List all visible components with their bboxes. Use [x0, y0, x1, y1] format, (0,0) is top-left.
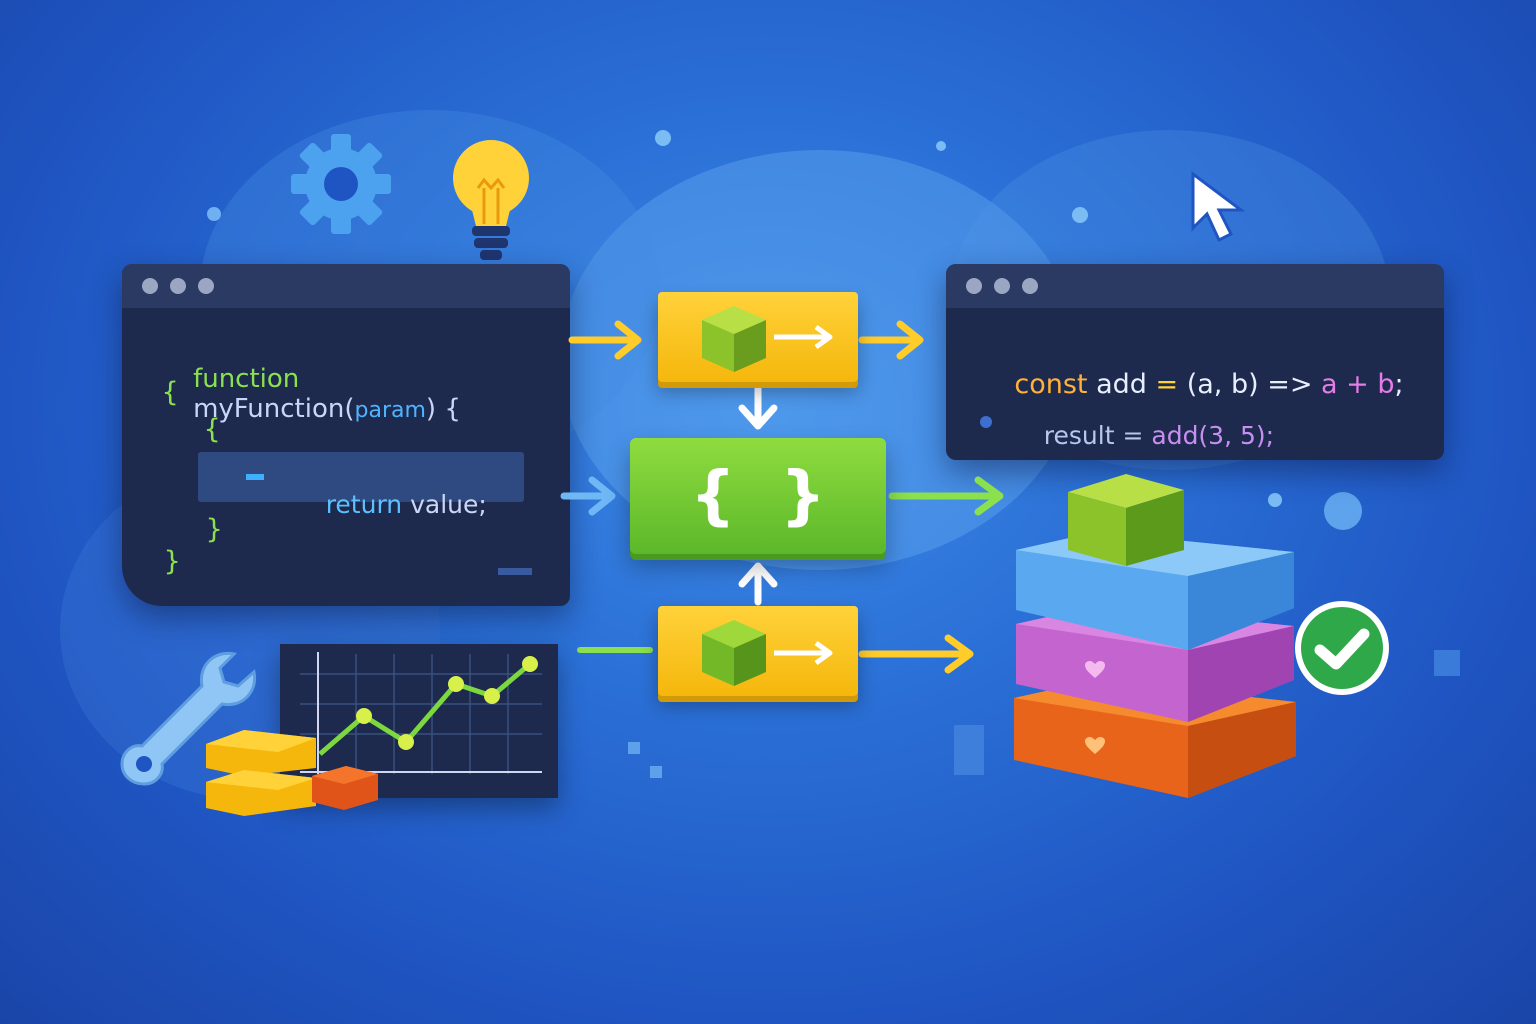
right-code-editor: const add = (a, b) => a + b; result = ad…	[946, 264, 1444, 460]
decor-dot	[1268, 493, 1282, 507]
chart-point	[522, 656, 538, 672]
code-call: add(3, 5);	[1151, 421, 1275, 450]
chart-point	[484, 688, 500, 704]
line-bullet	[980, 416, 992, 428]
code-arrow: =>	[1267, 369, 1322, 400]
checkmark-icon	[1295, 601, 1389, 695]
code-line: const add = (a, b) => a + b;	[980, 338, 1404, 431]
code-punct: ) {	[425, 394, 461, 424]
code-punct: ;	[1394, 369, 1404, 400]
decor-dot	[936, 141, 946, 151]
highlighted-code-line: return value;	[198, 452, 524, 519]
arrow-right	[568, 320, 642, 360]
cursor-icon	[1191, 171, 1246, 243]
layered-stack	[1014, 474, 1296, 798]
arrow-icon	[774, 640, 833, 666]
window-titlebar	[122, 264, 570, 308]
code-line: function myFunction(param) {	[160, 334, 461, 454]
chart-point	[356, 708, 372, 724]
decor-dot	[207, 207, 221, 221]
code-line: {	[162, 377, 179, 408]
code-params: (a, b)	[1186, 369, 1268, 400]
arrow-right	[560, 476, 616, 516]
code-operator: =	[1114, 421, 1152, 450]
yellow-process-box	[658, 292, 858, 382]
chart-point	[398, 734, 414, 750]
window-dot	[1022, 278, 1038, 294]
decor-square	[1434, 650, 1460, 676]
lightbulb-icon	[453, 140, 529, 260]
code-value: value;	[402, 490, 487, 519]
code-line: }	[164, 546, 181, 577]
code-return: return value;	[278, 461, 487, 548]
window-dot	[170, 278, 186, 294]
arrow-right	[858, 634, 974, 674]
code-identifier: add	[1087, 369, 1156, 400]
heart-icon	[1085, 737, 1105, 754]
code-keyword: const	[1014, 369, 1088, 400]
decor-dot	[1324, 492, 1362, 530]
heart-icon	[1085, 661, 1105, 678]
arrow-icon	[774, 324, 833, 350]
cube-icon	[702, 620, 766, 686]
code-keyword: function	[193, 364, 300, 394]
window-dot	[198, 278, 214, 294]
arrow-right	[888, 476, 1004, 516]
code-expression: a + b	[1321, 369, 1395, 400]
scroll-indicator	[498, 568, 532, 575]
code-line: {	[204, 414, 221, 445]
stacked-blocks-icon	[206, 730, 378, 816]
code-operator: =	[1155, 369, 1187, 400]
decor-square	[628, 742, 640, 754]
line-chart	[300, 652, 542, 774]
braces-label: { }	[690, 459, 826, 533]
arrow-up	[738, 562, 778, 606]
line-marker	[246, 474, 264, 480]
code-line: result = add(3, 5);	[1012, 392, 1274, 460]
decor-dot	[1072, 207, 1088, 223]
yellow-process-box	[658, 606, 858, 696]
gear-icon	[291, 134, 391, 234]
wrench-icon	[120, 651, 257, 786]
code-identifier: result	[1043, 421, 1115, 450]
chart-point	[448, 676, 464, 692]
window-titlebar	[946, 264, 1444, 308]
left-code-editor: function myFunction(param) { { { return …	[122, 264, 570, 606]
code-block-box: { }	[630, 438, 886, 554]
code-param: param	[354, 398, 426, 423]
arrow-down	[738, 384, 778, 430]
window-dot	[966, 278, 982, 294]
code-function-name: myFunction(	[193, 394, 355, 424]
window-dot	[142, 278, 158, 294]
decor-square	[954, 725, 984, 775]
window-dot	[994, 278, 1010, 294]
decor-dot	[655, 130, 671, 146]
arrow-right	[858, 320, 924, 360]
cube-icon	[702, 306, 766, 372]
code-line: }	[206, 514, 223, 545]
decor-square	[650, 766, 662, 778]
code-keyword: return	[325, 490, 403, 519]
